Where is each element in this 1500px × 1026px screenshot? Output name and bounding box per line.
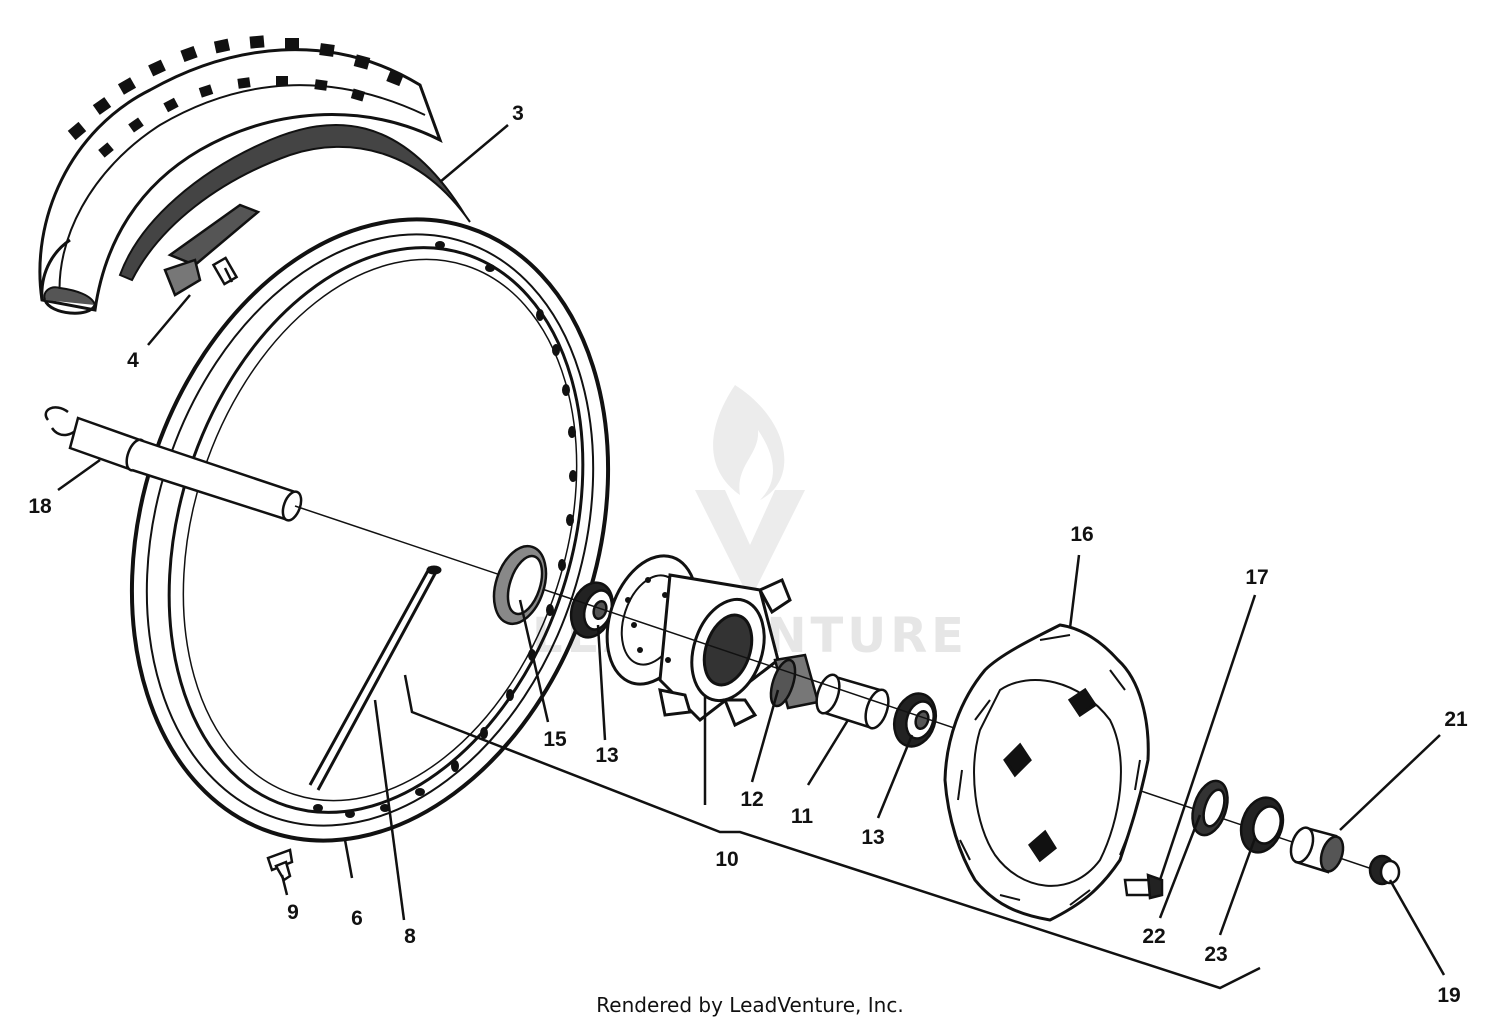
callouts: 3 4 18 6 8 9 15 13 12 11 13 10 16 17 22 …	[28, 102, 1468, 1007]
bearing-13-right	[892, 692, 938, 748]
callout-16: 16	[1070, 523, 1093, 546]
callout-4: 4	[127, 349, 139, 372]
callout-23: 23	[1204, 943, 1227, 966]
callout-18: 18	[28, 495, 52, 518]
callout-3: 3	[512, 102, 524, 125]
oil-seal-15	[492, 544, 548, 626]
spacer-21	[1289, 826, 1345, 874]
callout-9: 9	[287, 901, 299, 924]
callout-21: 21	[1444, 708, 1468, 731]
bearing-23	[1239, 796, 1285, 854]
disc-bolt	[1123, 873, 1164, 900]
rim-strip	[118, 123, 471, 282]
wheel-hub	[605, 554, 792, 728]
callout-15: 15	[543, 728, 567, 751]
axle	[44, 406, 561, 596]
spoke	[308, 565, 442, 791]
oil-seal-22	[1191, 779, 1229, 837]
callout-17: 17	[1245, 566, 1268, 589]
callout-12: 12	[740, 788, 763, 811]
rim-lock	[163, 203, 261, 297]
callout-8: 8	[404, 925, 416, 948]
callout-11: 11	[791, 805, 814, 828]
callout-6: 6	[351, 907, 363, 930]
spacer-11	[815, 673, 890, 730]
rendered-by-footer: Rendered by LeadVenture, Inc.	[596, 993, 904, 1017]
wheel-rim	[129, 217, 611, 843]
callout-13-right: 13	[861, 826, 884, 849]
callout-13-left: 13	[595, 744, 618, 767]
callout-22: 22	[1142, 925, 1165, 948]
callout-10: 10	[715, 848, 738, 871]
axle-nut	[1368, 854, 1401, 886]
brake-disc	[943, 623, 1150, 922]
callout-19: 19	[1437, 984, 1460, 1007]
bearing-13-left	[569, 581, 615, 639]
spoke-nipple	[266, 848, 294, 882]
leader-lines	[57, 124, 1446, 990]
tire	[38, 35, 443, 315]
